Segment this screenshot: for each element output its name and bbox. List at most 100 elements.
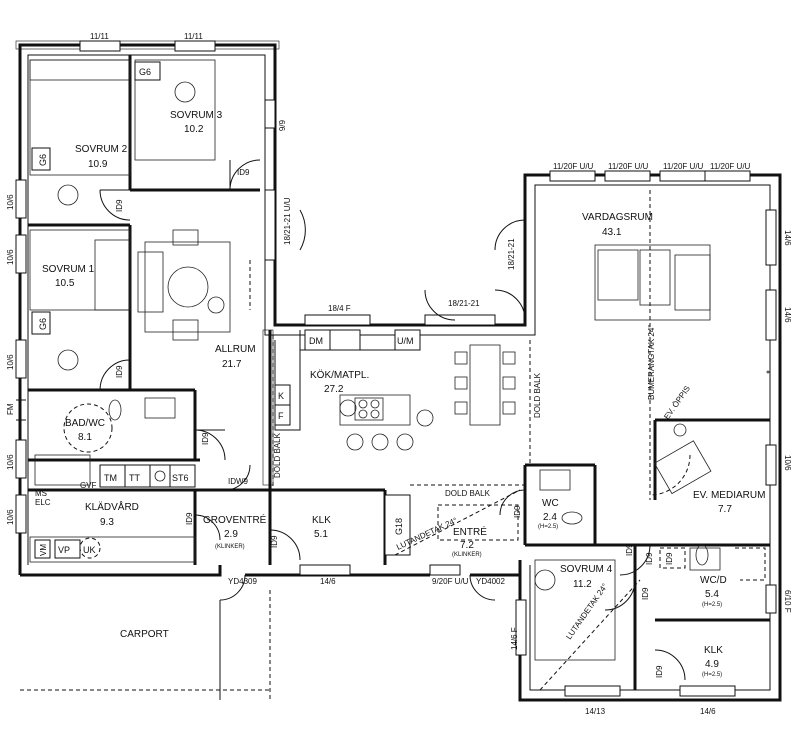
window-label: 14/6: [783, 230, 792, 246]
window-label: 10/6: [6, 454, 15, 470]
annotation-lutandetak-sovrum4: LUTANDETAK 24°: [564, 582, 609, 641]
room-klk1-area: 5.1: [314, 529, 328, 540]
room-mediarum-name: EV. MEDIARUM: [693, 490, 765, 501]
room-sovrum2-area: 10.9: [88, 159, 108, 170]
room-sovrum3-area: 10.2: [184, 124, 204, 135]
fixture-dishwasher: DM: [309, 336, 323, 346]
fixture-ms: MS: [35, 489, 47, 498]
window-label: 10/6: [6, 249, 15, 265]
window-label: 18/21-21 U/U: [283, 197, 292, 245]
annotation-dold-balk: DOLD BALK: [445, 489, 491, 498]
room-allrum-name: ALLRUM: [215, 344, 256, 355]
room-sovrum4-area: 11.2: [573, 579, 592, 590]
room-sovrum2-name: SOVRUM 2: [75, 144, 128, 155]
door-label: ID9: [270, 535, 279, 548]
window-label: 10/6: [783, 455, 792, 471]
room-badwc-area: 8.1: [78, 432, 92, 443]
room-sovrum1-area: 10.5: [55, 278, 75, 289]
room-wc-area: 2.4: [543, 512, 557, 523]
door-label: ID9: [655, 665, 664, 678]
room-labels: SOVRUM 3 10.2 SOVRUM 2 10.9 SOVRUM 1 10.…: [42, 110, 765, 678]
annotation-bumerangtak: BUMERANGTAK 24°: [647, 324, 656, 400]
door-label: ID9: [625, 543, 634, 556]
fixture-gvf: GVF: [80, 481, 97, 490]
fixture-labels: G6 G6 G6 DM U/M K F TM TT ST6 GVF VP UK …: [31, 61, 414, 556]
room-vardagsrum-name: VARDAGSRUM: [582, 212, 653, 223]
window-label: 11/20F U/U: [553, 162, 594, 171]
room-kok-name: KÖK/MATPL.: [310, 369, 369, 381]
fixture-washer: TM: [104, 473, 117, 483]
door-label: ID9: [513, 505, 522, 518]
fixture-drying-cabinet: ST6: [172, 473, 189, 483]
door-label: ID9: [645, 552, 654, 565]
room-wcd-area: 5.4: [705, 589, 719, 600]
window-label: 14/13: [585, 707, 606, 716]
room-kladvard-name: KLÄDVÅRD: [85, 500, 139, 513]
door-label: ID9: [641, 587, 650, 600]
fixture-g18: G18: [394, 518, 404, 535]
fixture-vm: VM: [39, 544, 48, 556]
room-kok-area: 27.2: [324, 384, 344, 395]
window-label: 11/11: [184, 32, 203, 41]
room-sovrum1-name: SOVRUM 1: [42, 264, 95, 275]
window-label: 6/6: [277, 120, 286, 132]
window-label: 18/4 F: [328, 304, 351, 313]
window-label: 11/20F U/U: [663, 162, 704, 171]
door-label: ID9: [115, 199, 124, 212]
room-wc-note: (H=2.5): [538, 524, 558, 530]
fixture-elc: ELC: [35, 498, 51, 507]
window-label: 9/20F U/U: [432, 577, 469, 586]
room-klk1-name: KLK: [312, 515, 331, 526]
room-allrum-area: 21.7: [222, 359, 242, 370]
annotation-dold-balk-kitchen: DOLD BALK: [273, 432, 282, 478]
furniture: [20, 59, 770, 700]
window-label: 11/20F U/U: [608, 162, 649, 171]
room-entre-note: (KLINKER): [452, 552, 482, 558]
exterior-walls: [15, 40, 782, 702]
room-klk2-name: KLK: [704, 645, 723, 656]
annotation-ev-oppis: EV. ÖPPIS: [662, 384, 692, 421]
door-label: ID9: [115, 365, 124, 378]
fixture-g6: G6: [38, 154, 48, 166]
window-label: 10/6: [6, 354, 15, 370]
room-klk2-note: (H=2.5): [702, 672, 722, 678]
door-labels: ID9 ID9 ID9 ID9 ID9 IDW9 ID9 ID9 ID9 ID9…: [115, 168, 674, 678]
windows: [15, 40, 777, 697]
window-label: 14/6: [700, 707, 716, 716]
door-label: IDW9: [228, 477, 249, 486]
room-klk2-area: 4.9: [705, 659, 719, 670]
window-label: 10/6: [6, 509, 15, 525]
room-kladvard-area: 9.3: [100, 517, 114, 528]
room-wcd-note: (H=2.5): [702, 602, 722, 608]
room-entre-name: ENTRÉ: [453, 525, 487, 538]
fixture-g6: G6: [139, 67, 151, 77]
door-label: ID9: [237, 168, 250, 177]
fixture-vp: VP: [58, 545, 70, 555]
window-label: 18/21-21: [448, 299, 480, 308]
room-sovrum4-name: SOVRUM 4: [560, 564, 613, 575]
room-wc-name: WC: [542, 498, 559, 509]
window-label: 11/11: [90, 32, 109, 41]
room-mediarum-area: 7.7: [718, 504, 732, 515]
window-label: 11/20F U/U: [710, 162, 751, 171]
fixture-fridge: K: [278, 391, 284, 401]
room-entre-area: 7.2: [460, 540, 474, 551]
room-wcd-name: WC/D: [700, 575, 727, 586]
door-label: ID9: [665, 552, 674, 565]
window-label: 14/6: [783, 307, 792, 323]
room-groventre-name: GROVENTRÉ: [203, 513, 267, 526]
window-label: 14/6 F: [510, 627, 519, 650]
door-label: YD4002: [476, 577, 505, 586]
fixture-uk: UK: [83, 545, 96, 555]
window-label: 14/6: [320, 577, 336, 586]
fixture-dryer: TT: [129, 473, 140, 483]
doors: [99, 159, 691, 681]
room-badwc-name: BAD/WC: [65, 418, 105, 429]
fixture-g6: G6: [38, 318, 48, 330]
window-label: 6/10 F: [783, 590, 792, 613]
window-label: 18/21-21: [507, 238, 516, 270]
door-label: ID9: [201, 432, 210, 445]
window-labels: 11/11 11/11 6/6 10/6 10/6 10/6 10/6 10/6…: [6, 32, 792, 716]
